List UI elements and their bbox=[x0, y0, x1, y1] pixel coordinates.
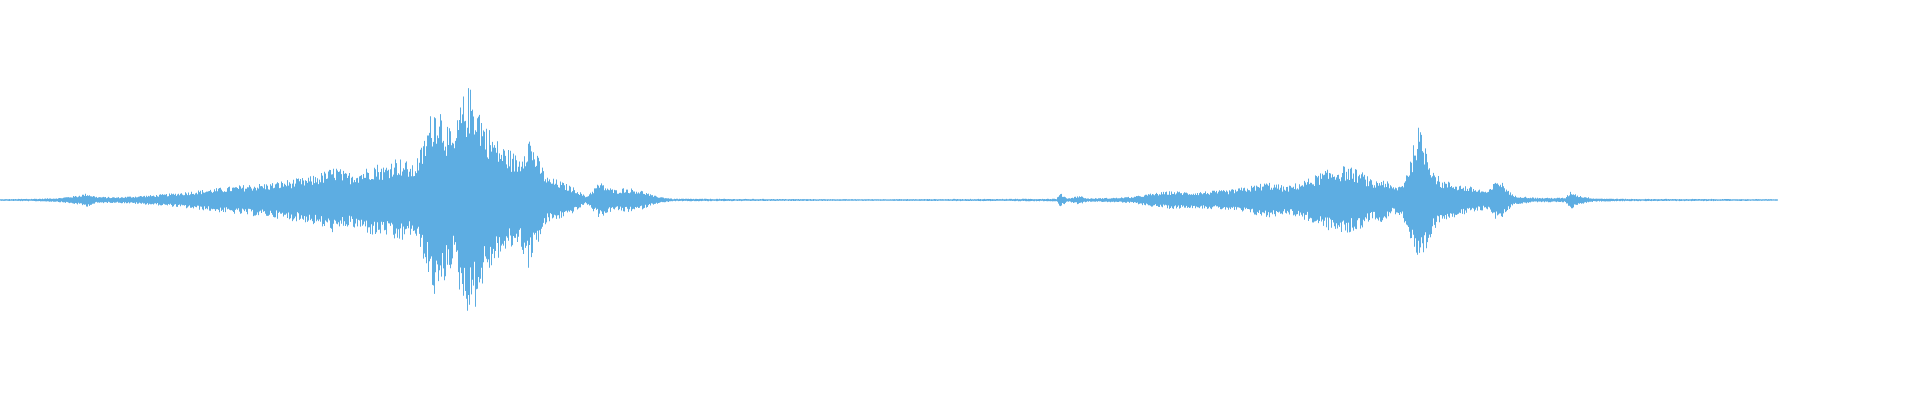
waveform-path bbox=[0, 88, 1778, 311]
waveform-bars bbox=[0, 88, 1778, 311]
